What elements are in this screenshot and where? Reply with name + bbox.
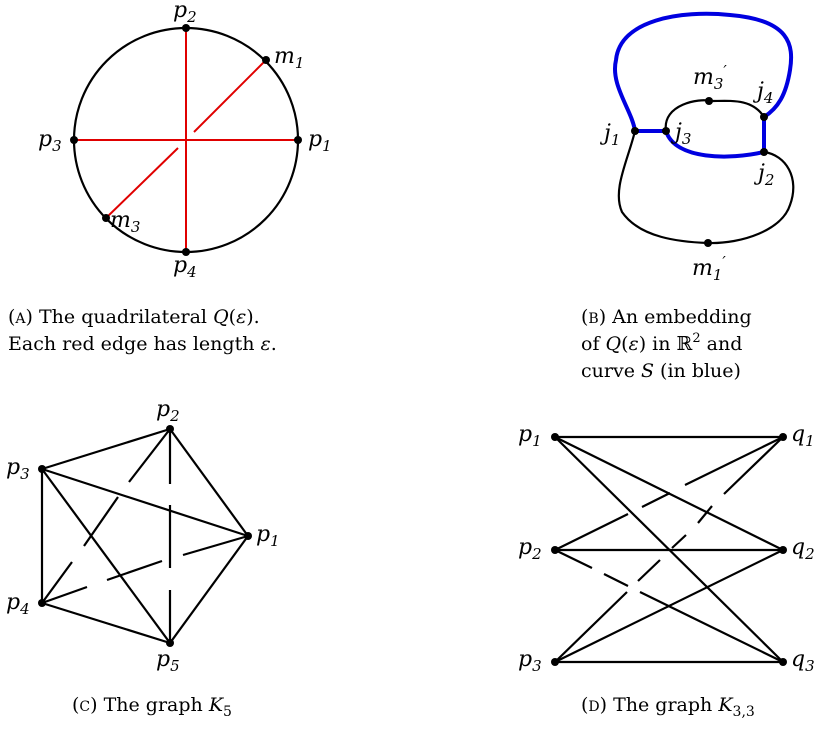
- label-p2: p2: [173, 0, 197, 26]
- node-m1-prime: [704, 239, 712, 247]
- node-d-q3: [779, 658, 787, 666]
- node-p2: [182, 24, 190, 32]
- node-m1: [262, 56, 270, 64]
- red-edge-m1-center: [193, 59, 267, 133]
- panel-b-embedding: m3′ j4 j1 j3 j2 m1′ (B) An embedding of …: [581, 11, 795, 382]
- label-c-p2: p2: [156, 397, 180, 425]
- node-c-p3: [38, 465, 46, 473]
- edge-p2-p4: [41, 428, 171, 604]
- node-m3: [102, 214, 110, 222]
- node-p4: [182, 248, 190, 256]
- label-m3: m3: [110, 208, 140, 236]
- label-d-p1: p1: [518, 422, 542, 450]
- node-d-p1: [551, 433, 559, 441]
- label-m3-prime: m3′: [693, 62, 727, 93]
- node-d-q2: [779, 546, 787, 554]
- edge-p1-q3: [554, 436, 784, 663]
- label-m1: m1: [274, 44, 304, 72]
- label-p1: p1: [308, 127, 332, 155]
- node-c-p1: [244, 532, 252, 540]
- edge-p2-q3: [554, 549, 784, 663]
- edge-p3-p5: [41, 468, 171, 644]
- label-d-q2: q2: [791, 535, 815, 563]
- label-j1: j1: [599, 121, 620, 149]
- node-p3: [70, 136, 78, 144]
- node-p1: [294, 136, 302, 144]
- caption-b-line2: of Q(ε) in ℝ2 and: [581, 331, 742, 355]
- red-edge-center-m3: [105, 147, 179, 219]
- edge-p3-p2: [41, 427, 171, 471]
- edge-p1-p5: [169, 535, 249, 644]
- label-d-q1: q1: [791, 422, 815, 450]
- panel-d-k33: p1 q1 p2 q2 p3 q3 (D) The graph K3,3: [518, 422, 815, 720]
- caption-c: (C) The graph K5: [72, 694, 232, 720]
- node-j2: [760, 148, 768, 156]
- label-j4: j4: [752, 79, 773, 107]
- caption-a-line1: (A) The quadrilateral Q(ε).: [8, 306, 260, 328]
- label-c-p3: p3: [6, 455, 30, 483]
- node-c-p5: [166, 639, 174, 647]
- label-j2: j2: [753, 161, 774, 189]
- edge-p3-q1: [554, 436, 784, 663]
- caption-d: (D) The graph K3,3: [581, 694, 755, 720]
- label-d-p3: p3: [518, 647, 542, 675]
- edge-p1-p4: [41, 534, 249, 605]
- node-c-p4: [38, 599, 46, 607]
- label-d-p2: p2: [518, 535, 542, 563]
- node-c-p2: [166, 425, 174, 433]
- label-m1-prime: m1′: [692, 253, 726, 284]
- caption-b-line3: curve S (in blue): [581, 360, 741, 382]
- label-c-p1: p1: [256, 522, 280, 550]
- panel-a-quadrilateral: p2 m1 p3 p1 m3 p4 (A) The quadrilateral …: [8, 0, 332, 355]
- edge-p2-q1: [554, 436, 784, 551]
- blue-curve-s-outer: [612, 11, 794, 132]
- label-c-p4: p4: [6, 590, 30, 618]
- node-m3-prime: [705, 97, 713, 105]
- node-d-q1: [779, 433, 787, 441]
- node-j1: [631, 127, 639, 135]
- node-j4: [760, 113, 768, 121]
- blue-curve-s-j3-j2: [664, 130, 765, 159]
- label-p4: p4: [173, 253, 197, 281]
- label-c-p5: p5: [156, 647, 180, 675]
- node-d-p3: [551, 658, 559, 666]
- edge-p3-p1: [41, 467, 249, 538]
- caption-b-line1: (B) An embedding: [581, 306, 752, 328]
- caption-a-line2: Each red edge has length ε.: [8, 333, 277, 355]
- label-p3: p3: [38, 127, 62, 155]
- panel-c-k5: p2 p3 p1 p4 p5 (C) The graph K5: [6, 397, 280, 720]
- label-d-q3: q3: [791, 647, 815, 675]
- node-j3: [662, 127, 670, 135]
- edge-p2-p1: [169, 428, 249, 537]
- node-d-p2: [551, 546, 559, 554]
- edge-p5-p4: [41, 601, 171, 645]
